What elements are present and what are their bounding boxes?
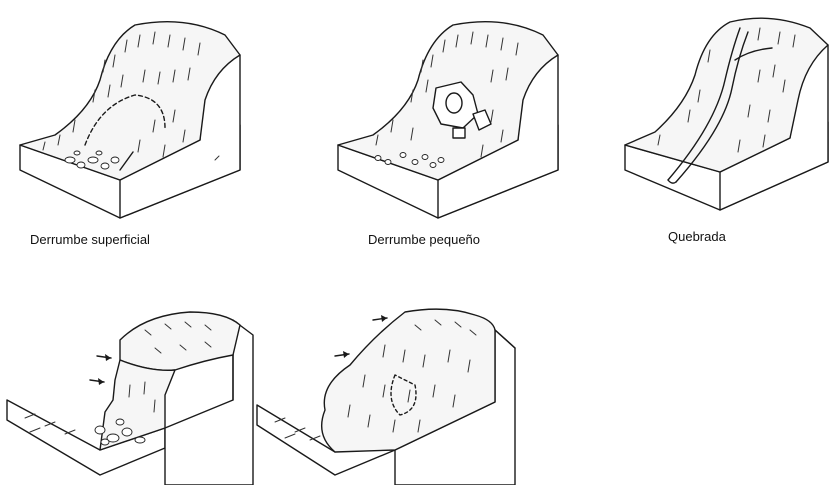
diagram-gully: [620, 10, 832, 215]
diagram-large-landslide: [255, 290, 517, 485]
arrow-icon: [335, 351, 349, 358]
caption-gully: Quebrada: [668, 229, 726, 244]
caption-shallow-landslide: Derrumbe superficial: [30, 232, 150, 247]
diagram-shallow-landslide: [15, 10, 245, 220]
caption-small-landslide: Derrumbe pequeño: [368, 232, 480, 247]
arrow-icon: [90, 378, 104, 385]
diagram-small-landslide: [333, 10, 563, 220]
arrow-icon: [97, 354, 111, 361]
diagram-rockfall: [5, 300, 255, 485]
arrow-icon: [373, 315, 387, 322]
